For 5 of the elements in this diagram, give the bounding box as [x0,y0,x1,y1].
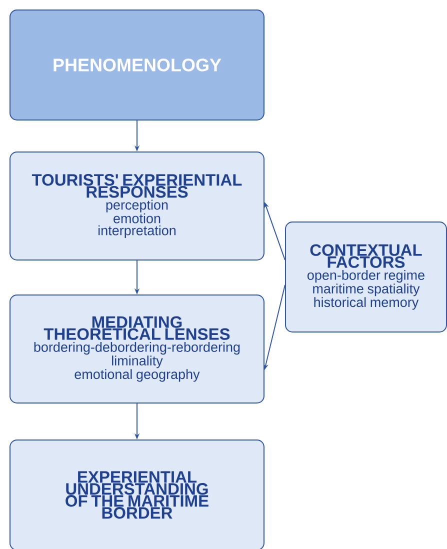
process-box: MEDIATING THEORETICAL LENSES bordering-debordering-rebordering liminality emotional geography [10,294,264,404]
process-box: PHENOMENOLOGY [10,10,264,120]
process-box: TOURISTS' EXPERIENTIAL RESPONSES perception emotion interpretation [10,152,264,260]
process-box: EXPERIENTIAL UNDERSTANDING OF THE MARITIME BORDER [10,440,264,549]
process-box: CONTEXTUAL FACTORS open-border regime maritime spatiality historical memory [285,222,447,332]
